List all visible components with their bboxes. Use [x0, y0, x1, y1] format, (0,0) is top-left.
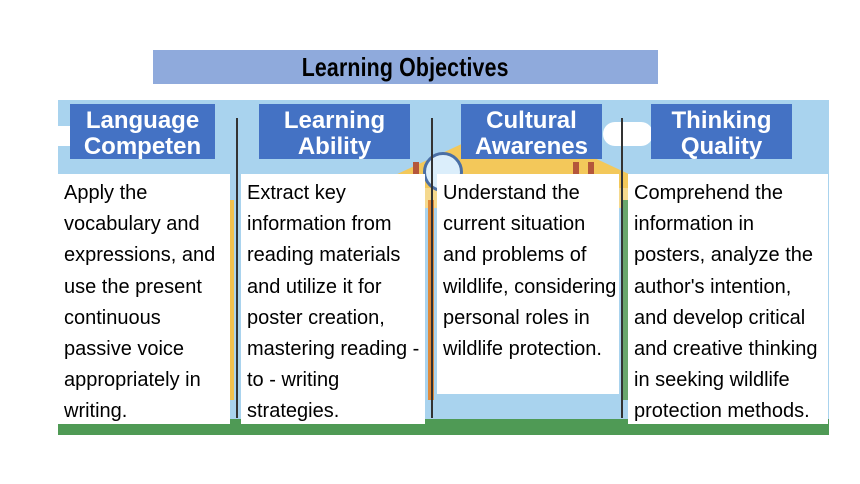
heading-cultural-awareness: Cultural Awarenes	[461, 104, 602, 159]
divider-pole	[621, 118, 623, 418]
chimney-left	[413, 162, 419, 174]
heading-thinking-quality: Thinking Quality	[651, 104, 792, 159]
chimney-right	[573, 162, 579, 174]
heading-line: Competen	[83, 133, 202, 160]
objective-text: Apply the vocabulary and expressions, an…	[64, 182, 216, 423]
divider-pole	[431, 118, 433, 418]
objective-card-learning: Extract key information from reading mat…	[241, 174, 425, 424]
chimney-right-2	[588, 162, 594, 174]
heading-line: Thinking	[671, 107, 772, 134]
objective-text: Comprehend the information in posters, a…	[634, 182, 818, 423]
objective-card-cultural: Understand the current situation and pro…	[437, 174, 619, 394]
page-title: Learning Objectives	[302, 51, 509, 82]
heading-line: Cultural	[486, 107, 577, 134]
divider-pole	[236, 118, 238, 418]
scene-stripe	[228, 200, 234, 400]
objective-text: Understand the current situation and pro…	[443, 182, 617, 361]
heading-line: Language	[85, 107, 200, 134]
scene-stripe	[623, 200, 629, 400]
heading-learning-ability: Learning Ability	[259, 104, 410, 159]
heading-line: Learning	[283, 107, 386, 134]
objective-card-language: Apply the vocabulary and expressions, an…	[58, 174, 230, 424]
objective-text: Extract key information from reading mat…	[247, 182, 420, 423]
heading-line: Ability	[297, 133, 372, 160]
heading-language-competence: Language Competen	[70, 104, 215, 159]
heading-line: Quality	[680, 133, 763, 160]
title-banner: Learning Objectives	[153, 50, 658, 84]
objective-card-thinking: Comprehend the information in posters, a…	[628, 174, 828, 424]
heading-line: Awarenes	[475, 133, 588, 160]
